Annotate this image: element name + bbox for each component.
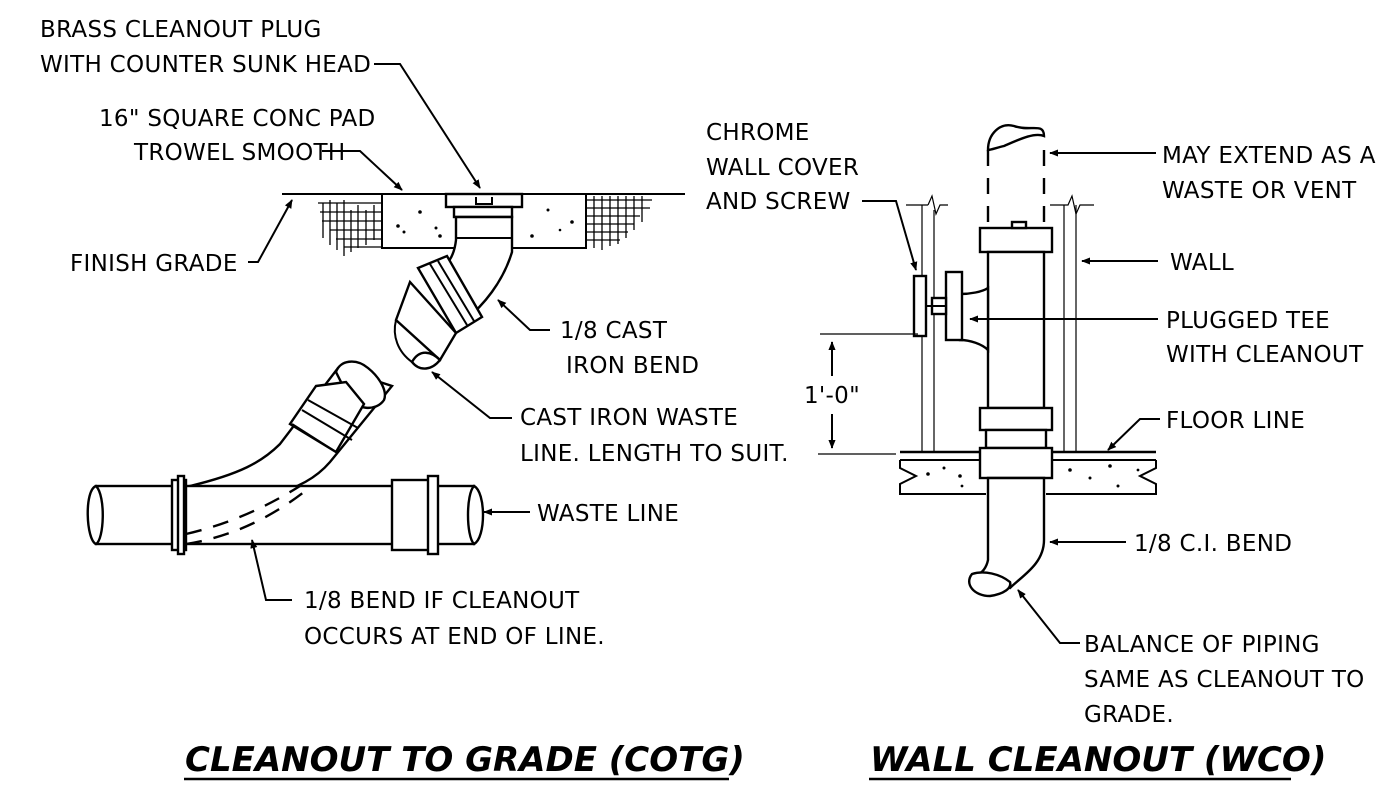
label-wall: WALL — [1170, 250, 1234, 276]
label-waste-ci-2: LINE. LENGTH TO SUIT. — [520, 441, 789, 467]
label-chrome-3: AND SCREW — [706, 189, 851, 215]
label-cast-bend-1: 1/8 CAST — [560, 318, 668, 344]
label-brass-plug-2: WITH COUNTER SUNK HEAD — [40, 52, 371, 78]
label-brass-plug-1: BRASS CLEANOUT PLUG — [40, 17, 322, 43]
label-dimension: 1'-0" — [804, 383, 860, 409]
label-balance-2: SAME AS CLEANOUT TO — [1084, 667, 1365, 693]
vertical-pipe — [958, 124, 1054, 598]
label-waste-line: WASTE LINE — [537, 501, 679, 527]
label-ci-bend: 1/8 C.I. BEND — [1134, 531, 1292, 557]
dimension-1-0 — [818, 333, 918, 455]
chrome-wall-cover — [912, 270, 964, 342]
label-extend-2: WASTE OR VENT — [1162, 178, 1357, 204]
cotg-title: CLEANOUT TO GRADE (COTG) — [185, 740, 745, 780]
label-balance-1: BALANCE OF PIPING — [1084, 632, 1320, 658]
label-cast-bend-2: IRON BEND — [566, 353, 699, 379]
label-pad-1: 16" SQUARE CONC PAD — [99, 106, 376, 132]
label-chrome-2: WALL COVER — [706, 155, 859, 181]
leader-chrome — [862, 200, 918, 271]
label-tee-2: WITH CLEANOUT — [1166, 342, 1364, 368]
leader-conc-pad — [322, 150, 403, 191]
leader-balance — [1017, 589, 1080, 644]
leader-cast-bend — [497, 299, 550, 331]
wco-drawing: CHROME WALL COVER AND SCREW MAY EXTEND A… — [706, 120, 1376, 781]
label-tee-1: PLUGGED TEE — [1166, 308, 1330, 334]
leader-end-bend — [250, 539, 292, 601]
leader-brass-plug — [374, 63, 481, 189]
label-floor-line: FLOOR LINE — [1166, 408, 1305, 434]
wco-title: WALL CLEANOUT (WCO) — [870, 740, 1326, 780]
label-balance-3: GRADE. — [1084, 702, 1174, 728]
leader-finish-grade — [248, 199, 293, 263]
label-chrome-1: CHROME — [706, 120, 810, 146]
leader-floor — [1107, 418, 1160, 451]
brass-cleanout-plug — [444, 192, 524, 219]
label-waste-ci-1: CAST IRON WASTE — [520, 405, 738, 431]
wco-leaders — [862, 149, 1160, 644]
horizontal-waste-line — [86, 474, 485, 556]
label-pad-2: TROWEL SMOOTH — [133, 140, 345, 166]
cast-iron-bend — [393, 215, 514, 370]
wall-right — [1050, 194, 1094, 452]
cotg-leaders — [248, 63, 550, 601]
label-end-bend-2: OCCURS AT END OF LINE. — [304, 624, 605, 650]
label-end-bend-1: 1/8 BEND IF CLEANOUT — [304, 588, 580, 614]
cotg-drawing: BRASS CLEANOUT PLUG WITH COUNTER SUNK HE… — [40, 17, 789, 781]
leader-waste-ci — [431, 371, 512, 419]
label-finish-grade: FINISH GRADE — [70, 251, 238, 277]
cast-iron-waste-line — [188, 360, 395, 498]
label-extend-1: MAY EXTEND AS A — [1162, 143, 1376, 169]
